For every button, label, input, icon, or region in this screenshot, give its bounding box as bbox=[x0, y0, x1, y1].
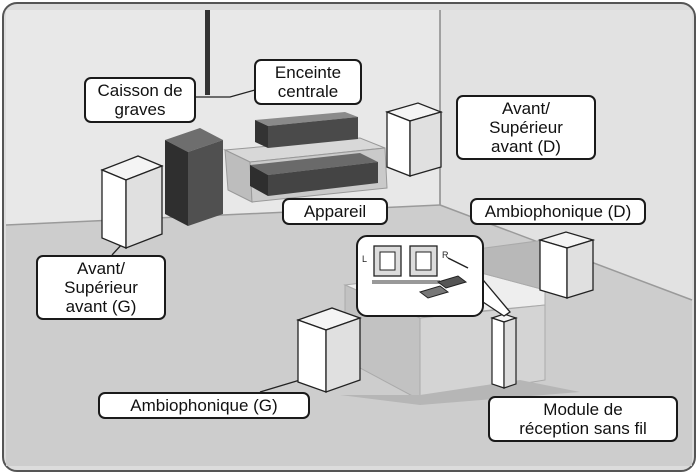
receiver-right-face bbox=[503, 317, 517, 389]
terminal-left-inner bbox=[379, 251, 396, 271]
front-left-right-face bbox=[125, 165, 163, 249]
label-device: Appareil bbox=[282, 198, 388, 225]
terminal-right-inner bbox=[415, 251, 432, 271]
wall-stripe bbox=[205, 10, 210, 95]
front-right-right-face bbox=[409, 111, 442, 177]
rear-panel-zoom: L R bbox=[356, 235, 484, 317]
label-front-left: Avant/ Supérieur avant (G) bbox=[36, 255, 166, 320]
center-speaker bbox=[255, 112, 358, 148]
terminal-label-strip bbox=[372, 280, 440, 284]
connector-plug-right bbox=[436, 275, 468, 289]
front-left-left-face bbox=[101, 169, 127, 249]
surround-left-left-face bbox=[297, 319, 327, 393]
front-right-left-face bbox=[386, 111, 411, 177]
surround-right-right-face bbox=[566, 239, 594, 299]
center-speaker-front bbox=[255, 120, 268, 148]
receiver-left-face bbox=[491, 317, 505, 389]
label-subwoofer: Caisson de graves bbox=[84, 77, 196, 123]
device-unit bbox=[250, 153, 378, 196]
label-front-right: Avant/ Supérieur avant (D) bbox=[456, 95, 596, 160]
center-speaker-top bbox=[255, 112, 358, 126]
front-left-speaker bbox=[100, 155, 164, 249]
device-top bbox=[250, 153, 378, 175]
terminal-marker-left: L bbox=[362, 254, 367, 264]
speaker-cable bbox=[447, 257, 469, 269]
label-wireless-module: Module de réception sans fil bbox=[488, 396, 678, 442]
subwoofer-right-face bbox=[188, 140, 223, 226]
center-speaker-face bbox=[268, 117, 358, 148]
surround-right-speaker bbox=[537, 231, 596, 299]
wireless-receiver bbox=[490, 313, 518, 389]
surround-left-speaker bbox=[296, 307, 362, 393]
surround-left-right-face bbox=[325, 317, 361, 393]
surround-right-left-face bbox=[539, 239, 568, 299]
terminal-marker-right: R bbox=[442, 250, 449, 260]
label-center-speaker: Enceinte centrale bbox=[254, 59, 362, 105]
subwoofer-speaker bbox=[165, 128, 223, 226]
device-front bbox=[250, 165, 268, 196]
subwoofer-connector bbox=[196, 89, 256, 98]
subwoofer-top bbox=[165, 128, 223, 152]
device-face bbox=[268, 162, 378, 196]
label-surround-right: Ambiophonique (D) bbox=[470, 198, 646, 225]
surround-left-connector bbox=[259, 379, 301, 393]
connector-plug-left bbox=[418, 285, 450, 299]
label-surround-left: Ambiophonique (G) bbox=[98, 392, 310, 419]
subwoofer-left-face bbox=[165, 140, 188, 226]
furniture-shadow bbox=[340, 380, 580, 405]
front-right-speaker bbox=[384, 102, 444, 177]
